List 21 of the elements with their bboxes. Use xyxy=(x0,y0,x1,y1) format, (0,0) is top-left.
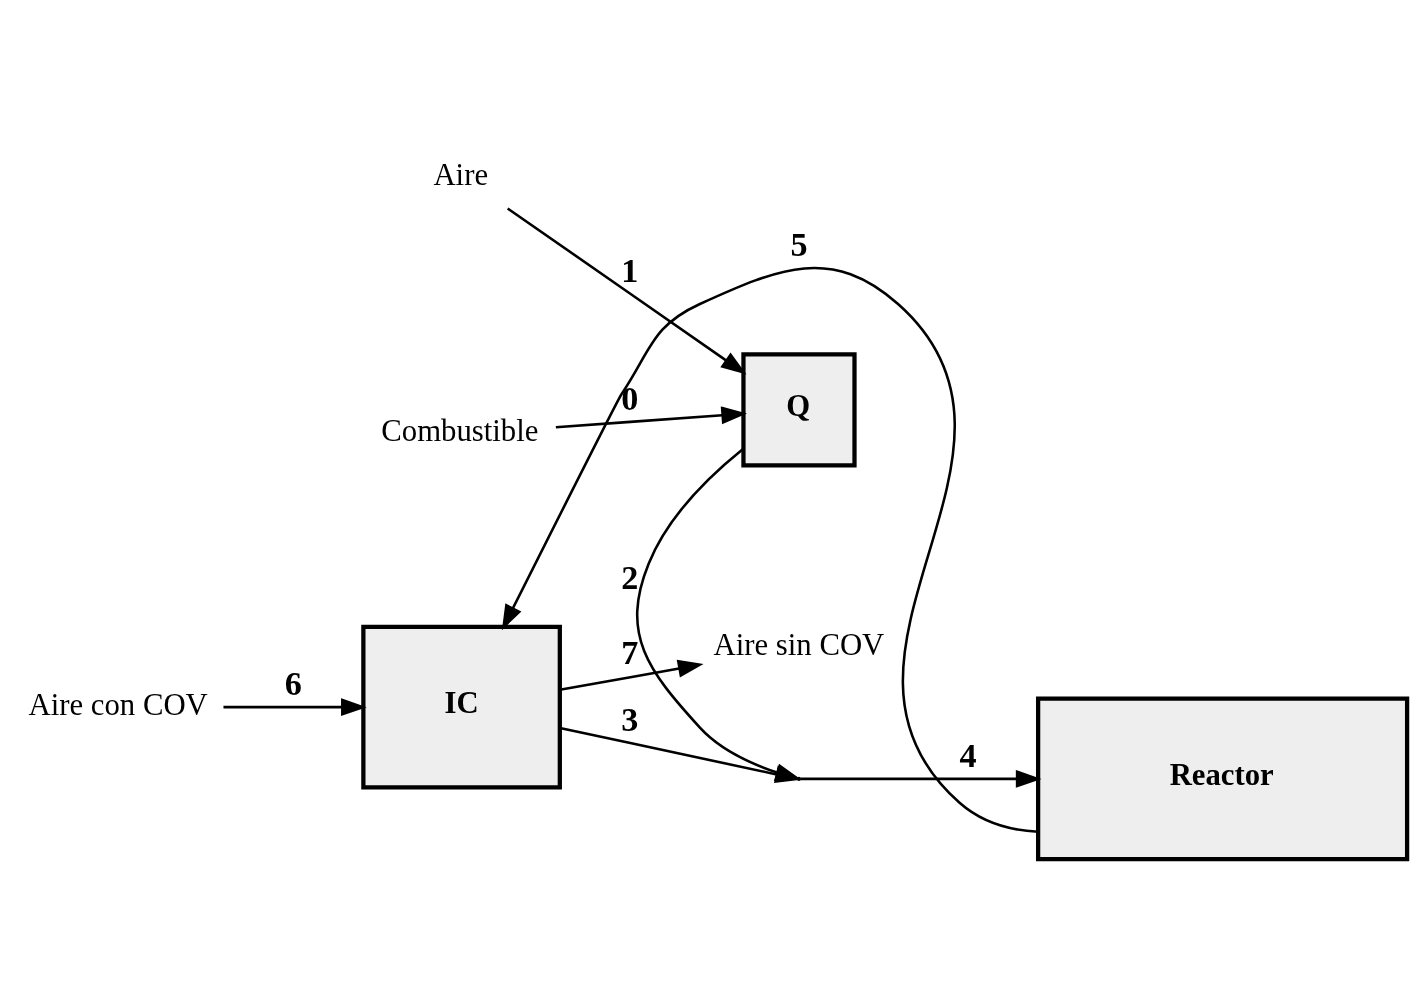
node-box: Reactor xyxy=(1036,696,1410,862)
node-text: Aire con COV xyxy=(28,687,208,722)
edge-label: 0 xyxy=(621,379,639,417)
arrow xyxy=(555,406,747,429)
edge-label: 3 xyxy=(621,701,639,739)
node-box: IC xyxy=(361,624,562,790)
edge-label: 6 xyxy=(284,665,302,703)
node-box: Q xyxy=(741,352,857,468)
node-text: Aire sin COV xyxy=(713,627,885,662)
node-text: Combustible xyxy=(381,414,539,449)
arrow xyxy=(559,659,704,692)
edge-label: 5 xyxy=(790,226,808,264)
edge-label: 2 xyxy=(621,559,639,597)
arrow xyxy=(223,698,367,717)
arrow xyxy=(506,207,747,375)
node-text: Aire xyxy=(433,158,489,193)
edge-label: 7 xyxy=(621,634,639,672)
edge-label: 1 xyxy=(621,251,639,289)
arrow xyxy=(501,267,1039,833)
arrow xyxy=(800,769,1042,788)
edge-label: 4 xyxy=(959,736,977,774)
